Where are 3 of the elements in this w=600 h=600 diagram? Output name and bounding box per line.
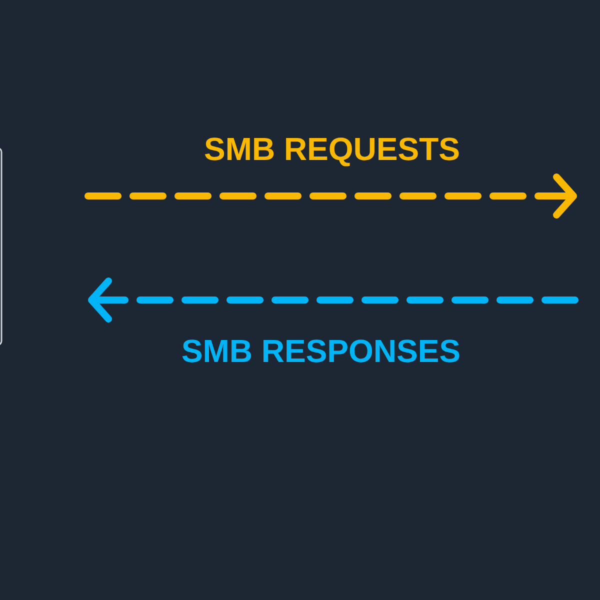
arrow-label: SMB RESPONSES	[179, 338, 463, 364]
arrow-label: SMB REQUESTS	[202, 136, 462, 168]
box	[0, 147, 2, 346]
